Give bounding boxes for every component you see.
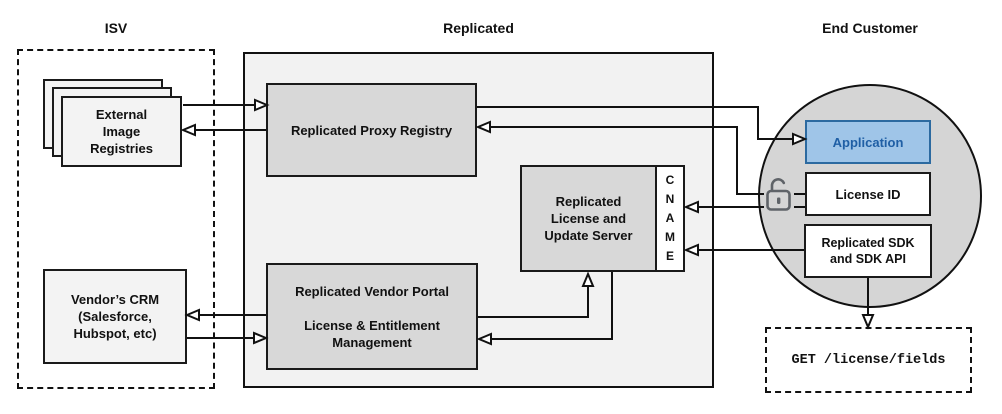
get-license-fields-node: GET /license/fields [765, 327, 972, 393]
section-title-isv: ISV [104, 20, 128, 36]
cname-node: C N A M E [655, 165, 685, 272]
section-title-end-customer: End Customer [822, 20, 918, 36]
arrowhead-into-get-box [861, 314, 875, 330]
unlocked-padlock-icon [762, 174, 796, 216]
application-node: Application [805, 120, 931, 164]
vendors-crm-node: Vendor’s CRM (Salesforce, Hubspot, etc) [43, 269, 187, 364]
license-id-node: License ID [805, 172, 931, 216]
external-image-registries-node: External Image Registries [61, 96, 182, 167]
proxy-registry-node: Replicated Proxy Registry [266, 83, 477, 177]
section-title-replicated: Replicated [443, 20, 514, 36]
vendor-portal-node: Replicated Vendor Portal License & Entit… [266, 263, 478, 370]
license-update-server-node: Replicated License and Update Server [520, 165, 657, 272]
replicated-sdk-node: Replicated SDK and SDK API [804, 224, 932, 278]
isv-dashed-container [17, 49, 215, 389]
